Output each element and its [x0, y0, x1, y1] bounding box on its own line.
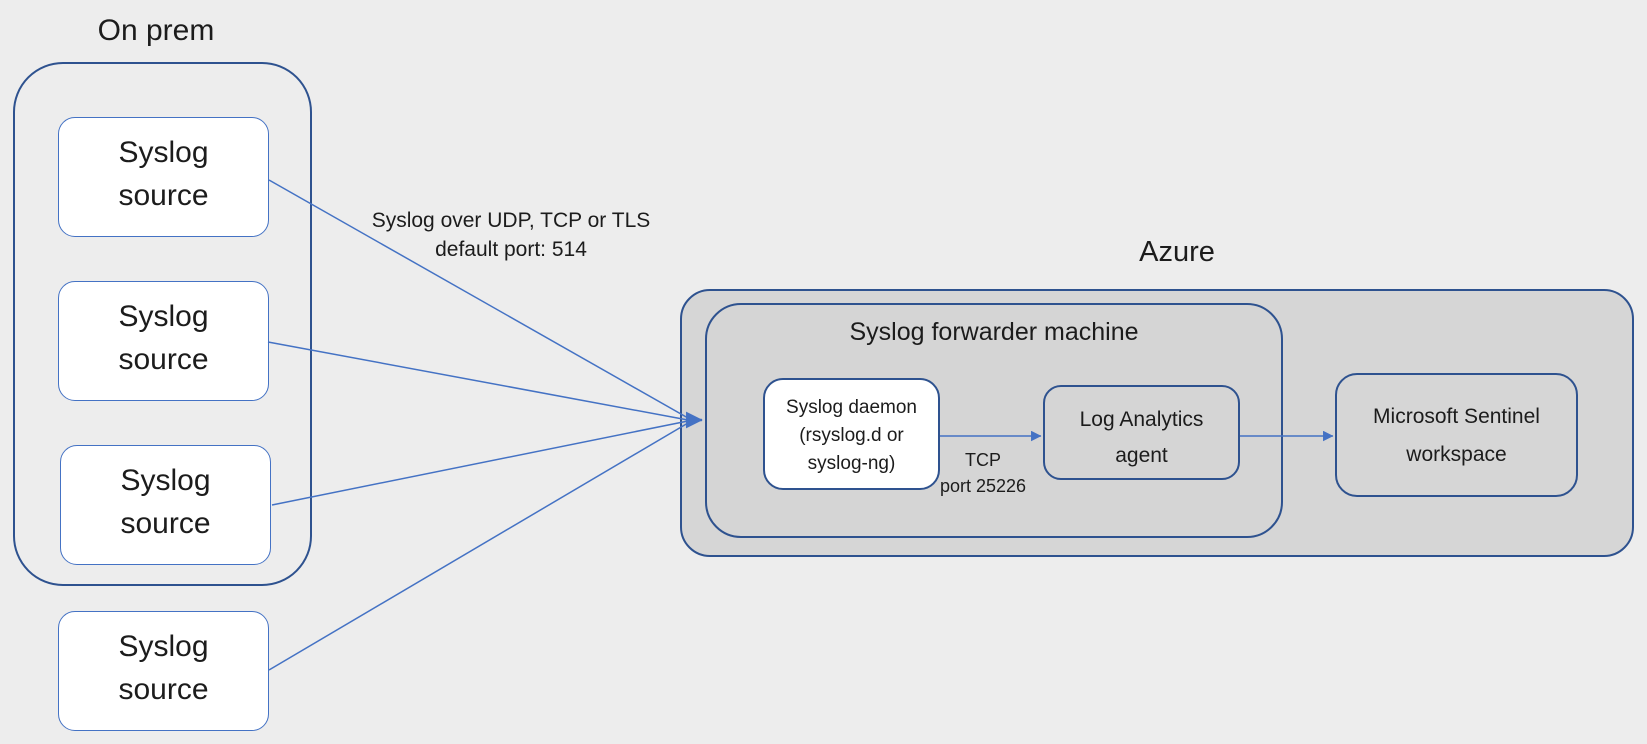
on-prem-title: On prem [97, 14, 215, 47]
azure-title: Azure [1139, 236, 1215, 268]
connector-line-source3 [271, 420, 689, 506]
syslog-protocol-label-line1: Syslog over UDP, TCP or TLS [371, 209, 651, 232]
connector-line-source4 [268, 422, 689, 671]
syslog-forwarder-machine-title: Syslog forwarder machine [849, 318, 1139, 346]
syslog-protocol-label-line2: default port: 514 [435, 238, 587, 261]
connector-line-source2 [267, 341, 689, 421]
syslog-daemon-box: Syslog daemon (rsyslog.d or syslog-ng) [763, 378, 940, 490]
log-analytics-agent-line2: agent [1115, 444, 1168, 467]
tcp-port-label-line2: port 25226 [939, 476, 1027, 496]
syslog-protocol-label: Syslog over UDP, TCP or TLS default port… [361, 206, 661, 264]
syslog-daemon-line1: Syslog daemon [786, 397, 917, 418]
sentinel-workspace-line2: workspace [1406, 443, 1507, 466]
syslog-source-box: Syslog source [58, 117, 269, 237]
syslog-daemon-line3: syslog-ng) [807, 453, 896, 474]
tcp-port-label-line1: TCP [965, 450, 1001, 470]
syslog-daemon-line2: (rsyslog.d or [799, 425, 904, 446]
log-analytics-agent-box: Log Analytics agent [1043, 385, 1240, 480]
syslog-source-box: Syslog source [58, 281, 269, 401]
tcp-port-label: TCP port 25226 [913, 447, 1053, 499]
syslog-source-box-external: Syslog source [58, 611, 269, 731]
microsoft-sentinel-workspace-box: Microsoft Sentinel workspace [1335, 373, 1578, 497]
syslog-source-box: Syslog source [60, 445, 271, 565]
log-analytics-agent-line1: Log Analytics [1079, 408, 1204, 431]
sentinel-workspace-line1: Microsoft Sentinel [1373, 405, 1540, 428]
